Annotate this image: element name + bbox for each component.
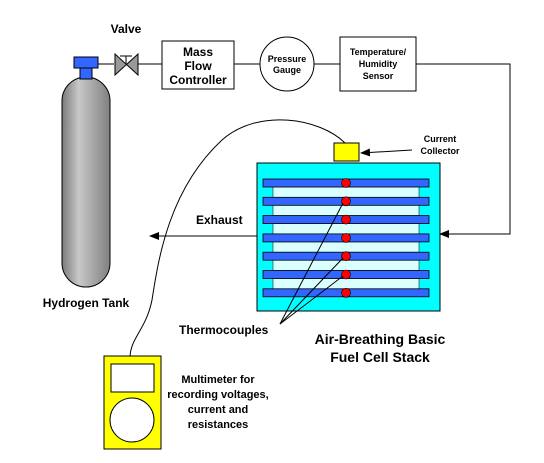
thermocouple-dot <box>341 196 351 207</box>
thermocouples-label: Thermocouples <box>179 323 269 337</box>
multimeter-label-line2: recording voltages, <box>167 389 268 401</box>
pressure-gauge-label-line2: Gauge <box>273 65 301 75</box>
multimeter-display <box>110 363 155 393</box>
thermocouple-dot <box>341 178 351 188</box>
multimeter-label-line1: Multimeter for <box>181 374 255 386</box>
tank-valve-cap <box>73 56 99 69</box>
hydrogen-tank-label: Hydrogen Tank <box>43 296 130 310</box>
thermocouple-dot <box>341 251 351 262</box>
mass-flow-label-line1: Mass <box>183 45 213 59</box>
multimeter-dial <box>109 397 155 443</box>
valve-label: Valve <box>111 22 142 36</box>
hydrogen-tank <box>61 76 111 288</box>
exhaust-label: Exhaust <box>196 213 243 227</box>
current-collector-label-line2: Collector <box>420 146 460 156</box>
temp-humidity-label-line2: Humidity <box>359 59 398 69</box>
pressure-gauge-circle <box>259 36 315 92</box>
multimeter-wire <box>129 119 346 359</box>
stack-membrane <box>272 205 420 216</box>
temp-humidity-label-line1: Temperature/ <box>350 47 407 57</box>
temp-humidity-sensor-box <box>339 36 417 92</box>
pressure-gauge-label-line1: Pressure <box>268 54 307 64</box>
temp-humidity-label-line3: Sensor <box>363 71 394 81</box>
multimeter-label-line4: resistances <box>188 419 249 431</box>
current-collector <box>333 142 360 162</box>
mass-flow-label-line2: Flow <box>184 59 212 73</box>
current-collector-label-line1: Current <box>424 134 457 144</box>
valve-icon <box>114 52 139 77</box>
thermocouple-dot <box>341 233 351 243</box>
mass-flow-controller-box <box>161 40 235 90</box>
stack-membrane <box>272 259 420 271</box>
stack-title-line1: Air-Breathing Basic <box>315 331 446 347</box>
thermocouple-dot <box>341 287 351 298</box>
stack-membrane <box>272 223 420 235</box>
mass-flow-label-line3: Controller <box>169 73 227 87</box>
collector-pointer <box>360 148 413 157</box>
tank-valve-neck <box>79 66 93 80</box>
gas-line-sensor-stack <box>416 63 511 238</box>
thermocouple-dot <box>341 214 351 225</box>
thermocouple-pointers <box>279 202 344 325</box>
stack-membrane <box>272 278 420 290</box>
stack-layers <box>262 178 430 298</box>
stack-title-line2: Fuel Cell Stack <box>330 349 430 365</box>
thermocouple-dot <box>341 269 351 280</box>
multimeter-label-line3: current and <box>188 404 249 416</box>
stack-membrane <box>272 186 420 198</box>
stack-membrane <box>272 241 420 253</box>
